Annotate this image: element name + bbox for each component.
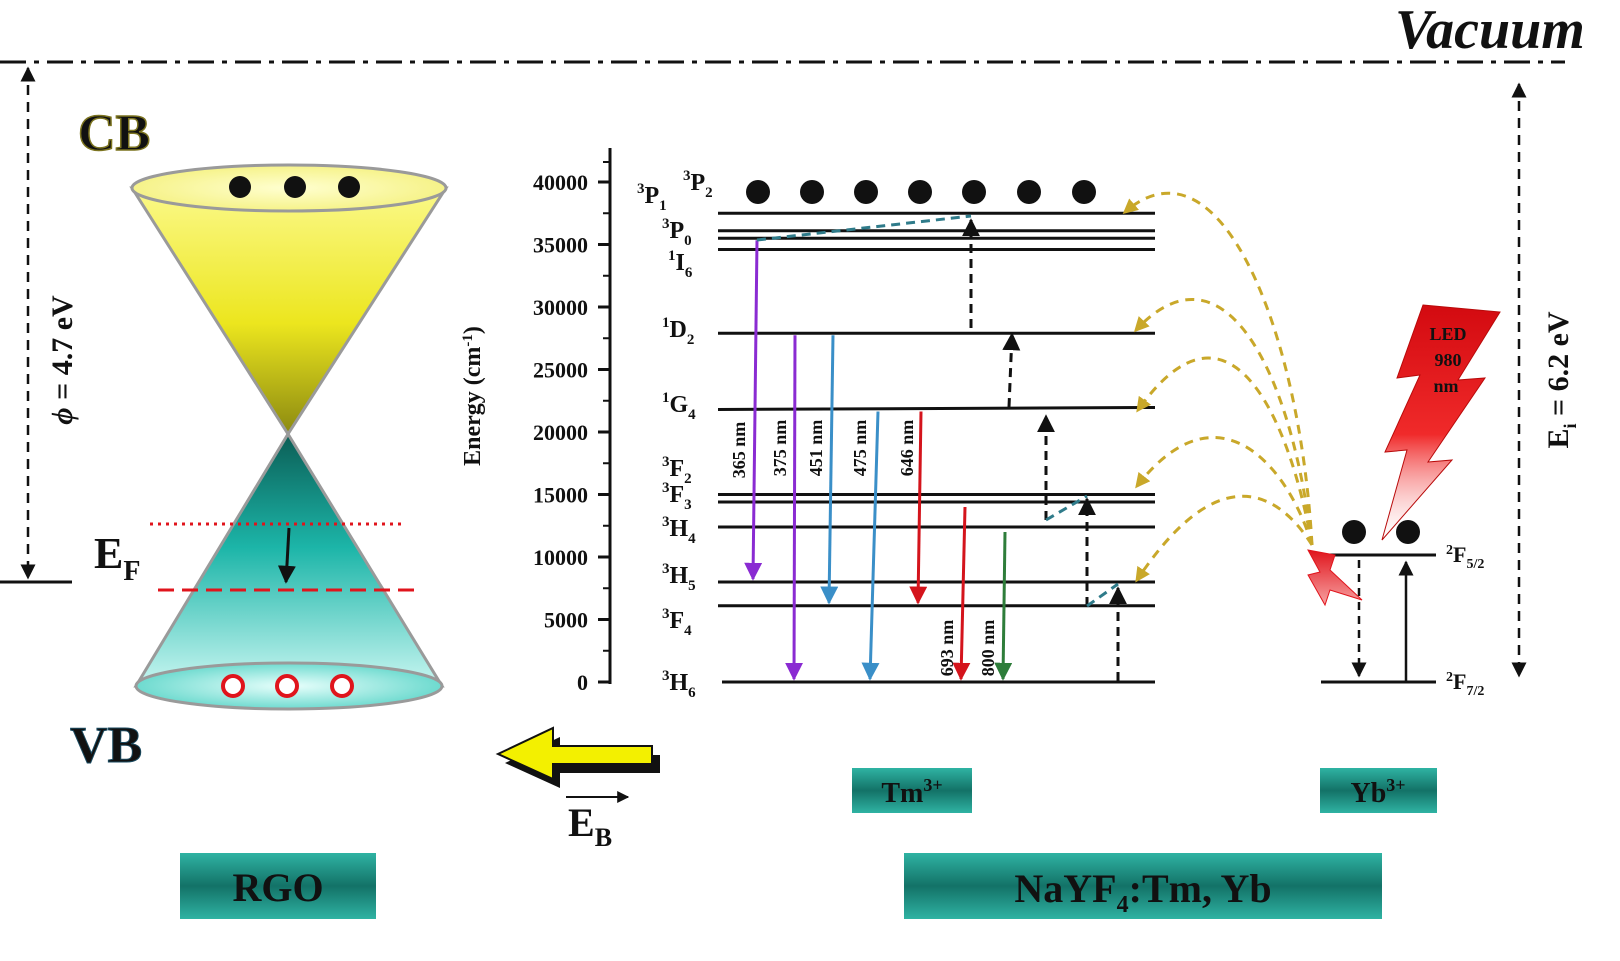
- axis-tick-label: 20000: [533, 420, 588, 445]
- transfer-arrow: [1135, 494, 1314, 583]
- cb-electron: [338, 176, 360, 198]
- vb-hole: [275, 674, 299, 698]
- relaxation-dash: [756, 214, 972, 242]
- built-in-field-arrow: [495, 726, 660, 788]
- vb-hole: [221, 674, 245, 698]
- cb-electron: [284, 176, 306, 198]
- relaxation-dash: [1045, 494, 1088, 522]
- axis-tick-label: 30000: [533, 295, 588, 320]
- tm-electron: [854, 180, 878, 204]
- axis-tick-label: 40000: [533, 170, 588, 195]
- emission-arrow: [952, 506, 971, 681]
- axis-tick-label: 10000: [533, 545, 588, 570]
- rgo-conduction-cone: [129, 163, 449, 437]
- vb-label: VB: [70, 717, 142, 774]
- tm-level-label: 3P1: [637, 181, 667, 214]
- emission-arrow: [909, 411, 928, 605]
- tm-ion-box: Tm3+: [852, 768, 972, 813]
- axis-tick-label: 35000: [533, 233, 588, 258]
- emission-wavelength-label: 375 nm: [770, 420, 790, 477]
- tm-level-label: 3F4: [662, 606, 692, 639]
- material-label: NaYF4:Tm, Yb: [1014, 866, 1271, 918]
- tm-level-label: 3H4: [662, 514, 696, 547]
- field-label: EB: [566, 791, 630, 852]
- emission-wavelength-label: 475 nm: [850, 420, 870, 477]
- ionization-energy-label: Ei = 6.2 eV: [1542, 311, 1580, 448]
- emission-arrow: [994, 531, 1013, 681]
- axis-tick-label: 15000: [533, 483, 588, 508]
- excitation-arrow: [1002, 332, 1021, 408]
- axis-tick-label: 5000: [544, 608, 588, 633]
- material-label-box: NaYF4:Tm, Yb: [904, 853, 1382, 919]
- transfer-arrow: [1135, 436, 1314, 546]
- tm-electrons: [746, 180, 1096, 204]
- tm-electron: [800, 180, 824, 204]
- led-wavelength: 980: [1435, 350, 1462, 370]
- tm-level-label: 3P2: [683, 168, 713, 201]
- energy-transfer-arrows: [1122, 191, 1314, 583]
- work-function-label: ϕ = 4.7 eV: [46, 295, 79, 425]
- emission-wavelength-label: 800 nm: [978, 620, 998, 677]
- rgo-valence-cone: [133, 431, 445, 711]
- tm-level-label: 3H5: [662, 561, 696, 594]
- axis-tick-label: 0: [577, 670, 588, 695]
- fermi-shift-arrow: [277, 527, 296, 584]
- tm-electron: [962, 180, 986, 204]
- yb-electron: [1396, 520, 1420, 544]
- rgo-box-label: RGO: [232, 865, 323, 910]
- cb-electron: [229, 176, 251, 198]
- relaxation-dash: [1086, 582, 1119, 608]
- yb-electron: [1342, 520, 1366, 544]
- emission-arrow: [861, 411, 880, 681]
- tm-level-label: 3F2: [662, 454, 692, 487]
- tm-electron: [1072, 180, 1096, 204]
- emission-transitions: 365 nm 375 nm 451 nm 475 nm 646 nm 693 nm 800 …: [729, 240, 1013, 681]
- emission-wavelength-label: 646 nm: [897, 420, 917, 477]
- emission-arrow: [785, 335, 804, 681]
- tm-level-1G4: [717, 406, 1156, 411]
- upconversion-steps: [756, 214, 1127, 681]
- svg-text:Yb3+: Yb3+: [1350, 775, 1405, 809]
- tm-level-label: 1G4: [662, 390, 696, 423]
- yb-level-label: 2F5/2: [1446, 542, 1484, 572]
- fermi-level-label: EF: [94, 529, 140, 587]
- small-bolt-icon: [1307, 549, 1363, 607]
- emission-wavelength-label: 693 nm: [937, 620, 957, 677]
- emission-wavelength-label: 365 nm: [729, 422, 749, 479]
- cb-label: CB: [78, 105, 150, 162]
- axis-tick-label: 25000: [533, 358, 588, 383]
- svg-text:Tm3+: Tm3+: [881, 775, 942, 809]
- yb-ion-box: Yb3+: [1320, 768, 1437, 813]
- energy-axis-title: Energy (cm-1): [460, 326, 486, 466]
- vb-hole: [330, 674, 354, 698]
- tm-level-label: 1D2: [662, 315, 694, 348]
- transfer-arrow: [1133, 297, 1314, 546]
- tm-level-label: 3F3: [662, 480, 692, 513]
- emission-wavelength-label: 451 nm: [806, 420, 826, 477]
- svg-text:EB: EB: [568, 800, 612, 852]
- led-unit: nm: [1433, 376, 1458, 396]
- vacuum-label: Vacuum: [1395, 0, 1585, 61]
- energy-axis: 0 5000 10000 15000 20000 25000 30000 35000 40000: [533, 148, 612, 695]
- tm-level-label: 3H6: [662, 668, 696, 701]
- tm-electron: [746, 180, 770, 204]
- yb-level-label: 2F7/2: [1446, 669, 1484, 699]
- transfer-arrow: [1136, 356, 1314, 546]
- yb-energy-levels: 2F5/2 2F7/2: [1321, 520, 1484, 699]
- transfer-arrow: [1122, 191, 1314, 546]
- tm-electron: [908, 180, 932, 204]
- tm-level-label: 3P0: [662, 216, 692, 249]
- emission-arrow: [744, 240, 763, 581]
- tm-electron: [1017, 180, 1041, 204]
- led-label: LED: [1429, 324, 1466, 344]
- tm-level-label: 1I6: [668, 248, 693, 281]
- emission-arrow: [820, 335, 839, 605]
- led-980nm-bolt: LED 980 nm: [1381, 304, 1501, 541]
- rgo-label-box: RGO: [180, 853, 376, 919]
